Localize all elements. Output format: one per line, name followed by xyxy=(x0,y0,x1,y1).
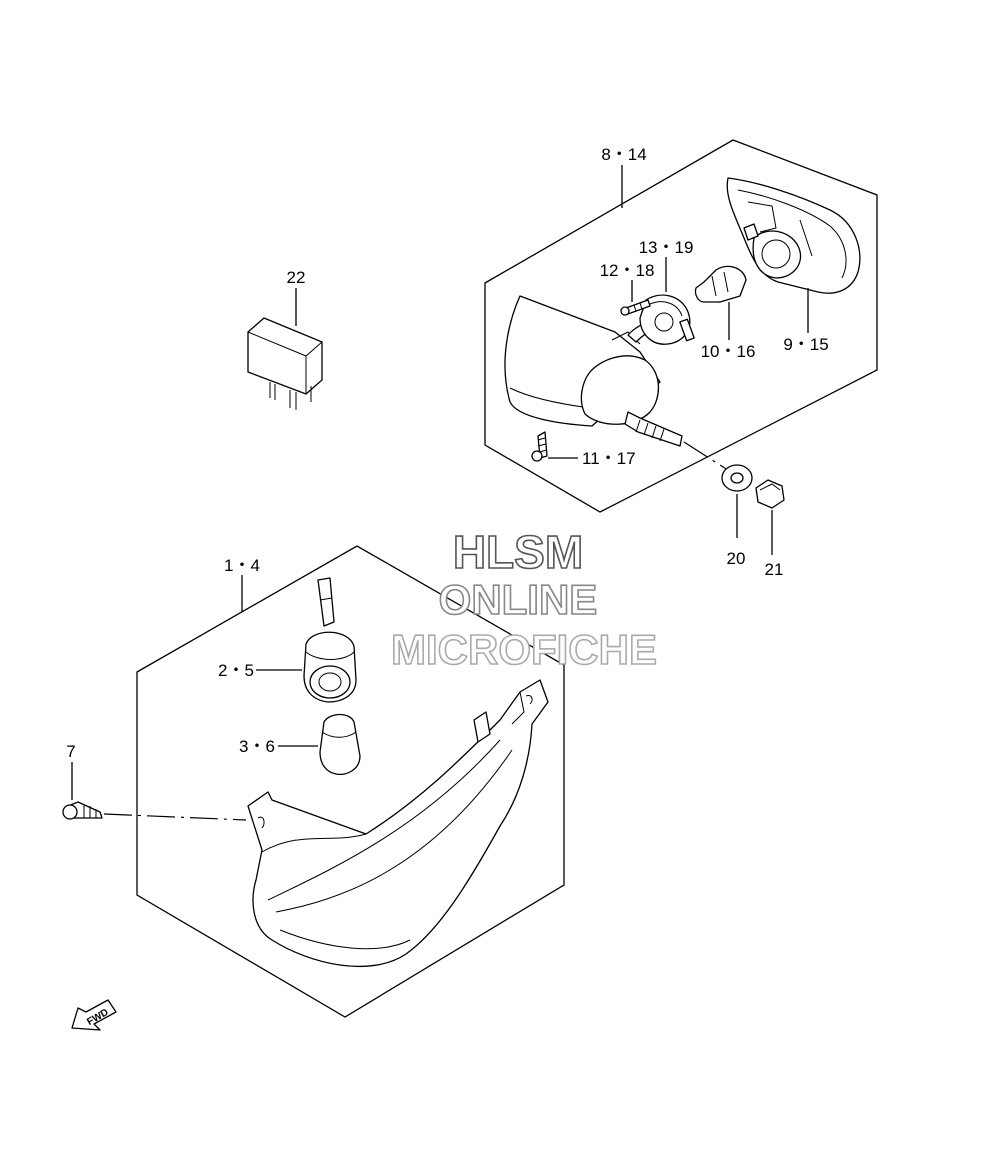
callout-22: 22 xyxy=(287,268,306,287)
callout-9-15: 9・15 xyxy=(783,335,828,354)
bulb-10-16 xyxy=(694,265,747,303)
washer-20 xyxy=(721,464,753,538)
callout-1-4: 1・4 xyxy=(224,556,260,575)
callout-21: 21 xyxy=(765,560,784,579)
relay-22 xyxy=(247,288,323,410)
callout-7: 7 xyxy=(66,742,75,761)
callout-11-17: 11・17 xyxy=(582,449,636,468)
callout-2-5: 2・5 xyxy=(218,661,254,680)
bulb-socket-13-19 xyxy=(639,294,695,345)
turn-signal-housing xyxy=(726,177,861,294)
screw-12-18 xyxy=(620,299,651,316)
callout-8-14: 8・14 xyxy=(601,145,646,164)
turn-signal-lens xyxy=(504,295,683,447)
group-box-tail-light xyxy=(136,545,565,1018)
screw-11-17 xyxy=(531,431,548,462)
watermark-line-3: MICROFICHE xyxy=(391,626,657,673)
watermark-line-2: ONLINE xyxy=(439,576,598,623)
watermark-line-1: HLSM xyxy=(453,526,583,578)
callout-13-19: 13・19 xyxy=(639,238,694,257)
callout-3-6: 3・6 xyxy=(239,737,275,756)
tail-light-body xyxy=(247,679,549,968)
fwd-arrow-icon: FWD xyxy=(71,999,117,1031)
bulb-3-6 xyxy=(278,713,361,776)
callout-12-18: 12・18 xyxy=(600,261,655,280)
bulb-socket-2-5 xyxy=(256,577,357,703)
screw-7 xyxy=(62,762,103,820)
callout-10-16: 10・16 xyxy=(701,342,756,361)
callout-20: 20 xyxy=(727,549,746,568)
group-box-turn-signal xyxy=(484,139,878,513)
nut-21 xyxy=(755,479,785,555)
